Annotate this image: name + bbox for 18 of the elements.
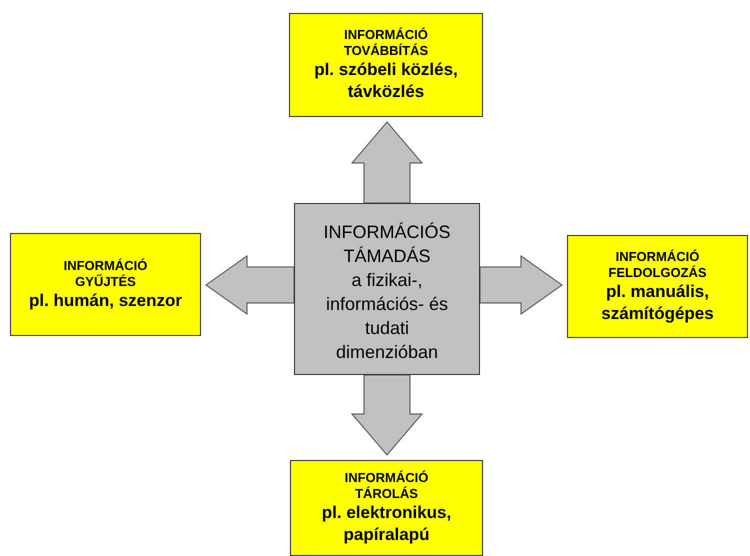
box-text: pl. elektronikus, papíralapú: [320, 502, 452, 546]
block-arrow: [480, 255, 563, 315]
box-text: pl. manuális, számítógépes: [600, 280, 715, 324]
block-arrow: [205, 255, 294, 315]
info-box: [289, 13, 483, 117]
info-box: [567, 235, 748, 338]
box-heading: INFORMÁCIÓ GYŰJTÉS: [62, 258, 148, 290]
box-heading: INFORMÁCIÓ TOVÁBBÍTÁS: [342, 27, 430, 59]
box-text: pl. humán, szenzor: [28, 290, 182, 312]
box-text: pl. szóbeli közlés, távközlés: [313, 59, 459, 103]
block-arrow: [350, 374, 424, 456]
center-box: [294, 203, 480, 375]
info-box: [290, 460, 483, 556]
info-box: [10, 233, 201, 336]
box-heading: INFORMÁCIÓ TÁROLÁS: [344, 470, 430, 502]
box-text: a fizikai-, információs- és tudati dimenzióban: [324, 269, 450, 364]
box-heading: INFORMÁCIÓ FELDOLGOZÁS: [607, 248, 708, 280]
block-arrow: [350, 121, 424, 204]
